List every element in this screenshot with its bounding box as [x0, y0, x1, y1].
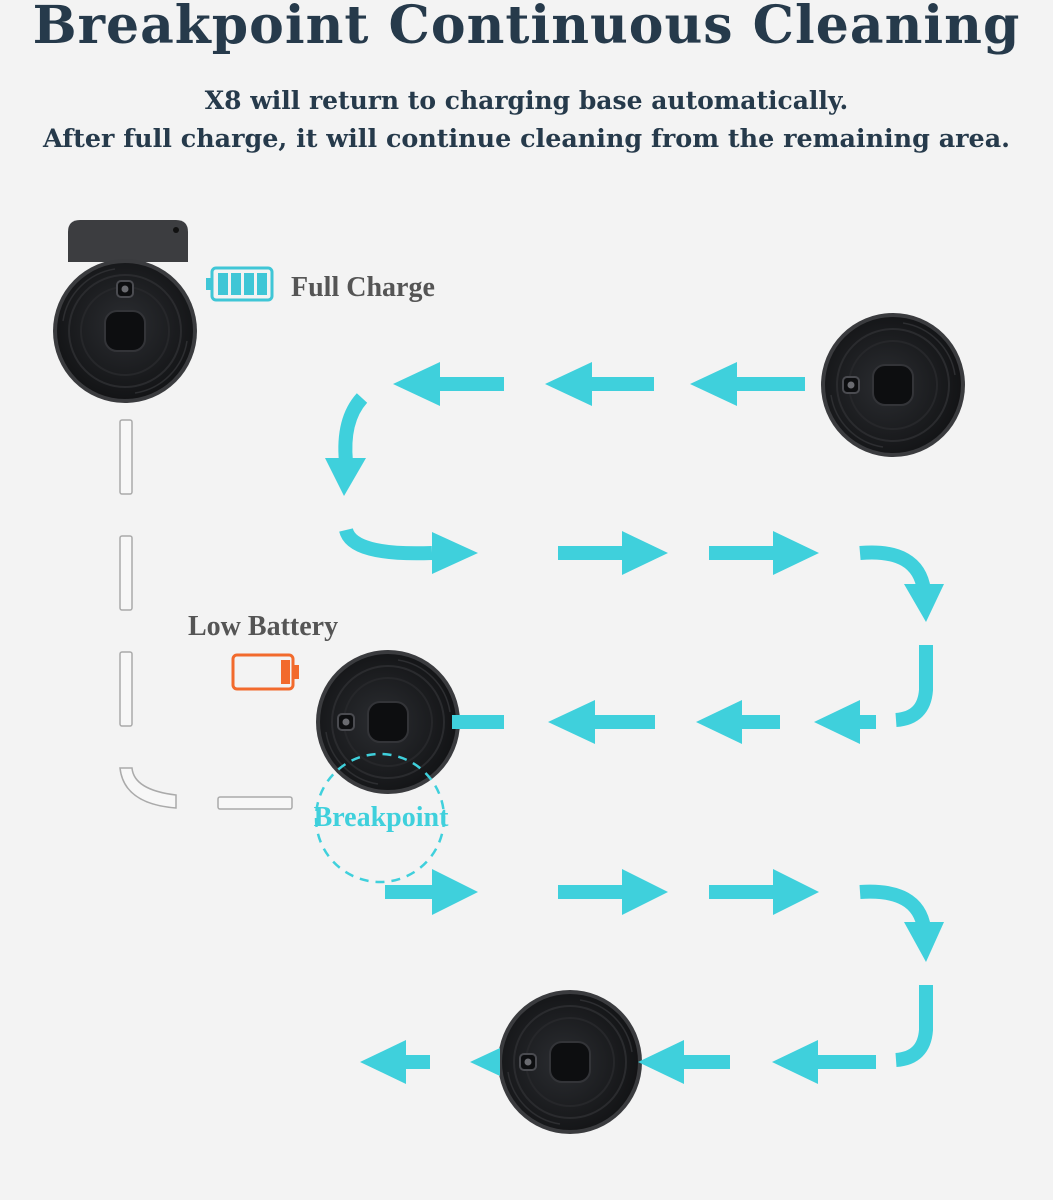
arrow-icon [814, 700, 876, 744]
arrow-icon [859, 545, 944, 622]
robot-vacuum-icon [820, 312, 966, 458]
subtitle-line-1: X8 will return to charging base automati… [204, 86, 849, 115]
arrow-icon [895, 985, 933, 1067]
robot-vacuum-icon [497, 989, 643, 1135]
arrow-icon [339, 527, 478, 574]
arrow-icon [709, 869, 819, 915]
arrow-icon [558, 869, 668, 915]
arrow-icon [696, 700, 780, 744]
arrow-icon [470, 1048, 500, 1076]
return-path [119, 419, 293, 810]
arrow-icon [545, 362, 654, 406]
arrow-icon [393, 362, 504, 406]
battery-full-icon [206, 266, 274, 302]
arrow-icon [548, 700, 655, 744]
arrow-icon [325, 393, 368, 496]
robot-vacuum-icon [315, 649, 461, 795]
cleaning-arrows [325, 362, 944, 1084]
charging-dock-icon [68, 220, 188, 262]
subtitle-line-2: After full charge, it will continue clea… [42, 123, 1011, 153]
arrow-icon [558, 531, 668, 575]
arrow-icon [360, 1040, 430, 1084]
battery-low-icon [231, 653, 299, 691]
arrow-icon [690, 362, 805, 406]
page-title: Breakpoint Continuous Cleaning [32, 0, 1021, 56]
arrow-icon [895, 645, 933, 727]
arrow-icon [638, 1040, 730, 1084]
low-battery-label: Low Battery [188, 611, 338, 642]
arrow-tail [452, 715, 504, 729]
breakpoint-marker [314, 752, 446, 884]
breakpoint-label: Breakpoint [314, 802, 450, 833]
arrow-icon [385, 869, 478, 915]
arrow-icon [772, 1040, 876, 1084]
robot-vacuum-icon [52, 258, 198, 404]
arrow-icon [859, 884, 944, 962]
arrow-icon [709, 531, 819, 575]
full-charge-label: Full Charge [291, 272, 435, 303]
